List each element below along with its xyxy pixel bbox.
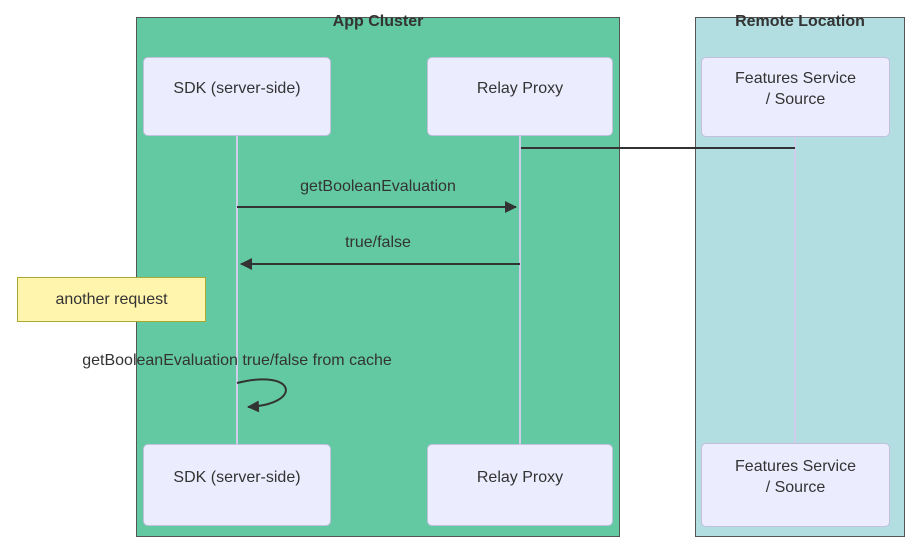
remote-location-title: Remote Location: [735, 13, 865, 30]
features-label-line1: Features Service: [735, 70, 856, 88]
message-label-getbooleanevaluation: getBooleanEvaluation: [300, 178, 456, 195]
participant-relay-proxy-label-bottom: Relay Proxy: [476, 468, 564, 486]
features-label-bottom-line2: / Source: [765, 479, 826, 496]
participant-relay-proxy-label: Relay Proxy: [476, 80, 564, 98]
features-label-bottom-line1: Features Service: [735, 458, 856, 476]
message-label-true-false: true/false: [345, 234, 411, 251]
participant-sdk-label-bottom: SDK (server-side): [173, 468, 301, 486]
participant-sdk-label: SDK (server-side): [173, 80, 301, 98]
participant-relay-proxy-bottom: Relay Proxy: [427, 444, 613, 526]
participant-features-service-label: Features Service / Source: [735, 69, 856, 111]
participant-sdk-top: SDK (server-side): [143, 57, 331, 136]
message-label-from-cache: getBooleanEvaluation true/false from cac…: [82, 352, 392, 369]
participant-features-service-bottom: Features Service / Source: [701, 443, 890, 527]
participant-features-service-top: Features Service / Source: [701, 57, 890, 137]
participant-features-service-label-bottom: Features Service / Source: [735, 457, 856, 499]
participant-relay-proxy-top: Relay Proxy: [427, 57, 613, 136]
features-label-line2: / Source: [765, 91, 826, 108]
participant-sdk-bottom: SDK (server-side): [143, 444, 331, 526]
app-cluster-title: App Cluster: [332, 13, 424, 30]
note-label: another request: [55, 290, 168, 308]
note-another-request: another request: [17, 277, 206, 322]
